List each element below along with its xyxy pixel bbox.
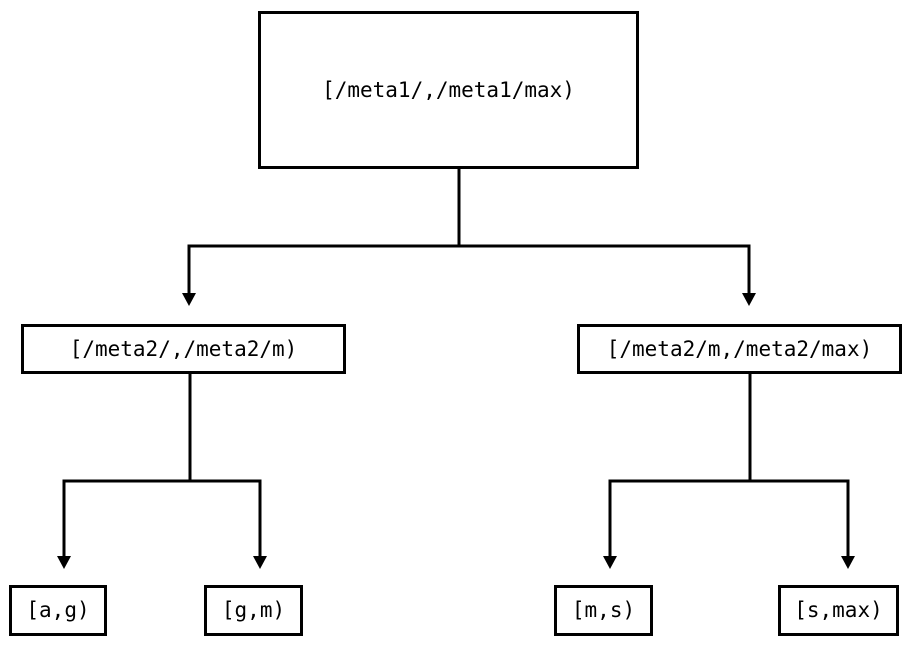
arrowhead-down-icon [742,293,756,306]
tree-node-leaf-ms[interactable]: [m,s) [554,585,653,636]
tree-node-mid-right[interactable]: [/meta2/m,/meta2/max) [577,324,902,374]
edge-mid-right-to-leaf-ms [603,374,752,569]
arrowhead-down-icon [841,556,855,569]
edge-mid-left-to-leaf-gm [190,479,267,569]
tree-node-leaf-smax[interactable]: [s,max) [778,585,899,636]
tree-node-leaf-gm[interactable]: [g,m) [204,585,303,636]
arrowhead-down-icon [182,293,196,306]
tree-node-leaf-ag-label: [a,g) [26,598,90,622]
edge-root-to-mid-left [182,169,461,306]
edge-mid-right-to-leaf-smax [750,479,855,569]
tree-node-root-label: [/meta1/,/meta1/max) [322,77,575,102]
tree-node-mid-left[interactable]: [/meta2/,/meta2/m) [21,324,346,374]
tree-node-leaf-smax-label: [s,max) [794,598,883,622]
tree-node-mid-left-label: [/meta2/,/meta2/m) [69,336,298,361]
tree-node-leaf-ms-label: [m,s) [571,598,636,622]
tree-node-leaf-ag[interactable]: [a,g) [9,585,107,636]
arrowhead-down-icon [603,556,617,569]
edge-root-to-mid-right [459,244,756,306]
arrowhead-down-icon [57,556,71,569]
arrowhead-down-icon [253,556,267,569]
edge-mid-left-to-leaf-ag [57,374,192,569]
tree-node-mid-right-label: [/meta2/m,/meta2/max) [606,336,873,361]
tree-node-leaf-gm-label: [g,m) [221,598,286,622]
tree-node-root[interactable]: [/meta1/,/meta1/max) [258,11,639,169]
